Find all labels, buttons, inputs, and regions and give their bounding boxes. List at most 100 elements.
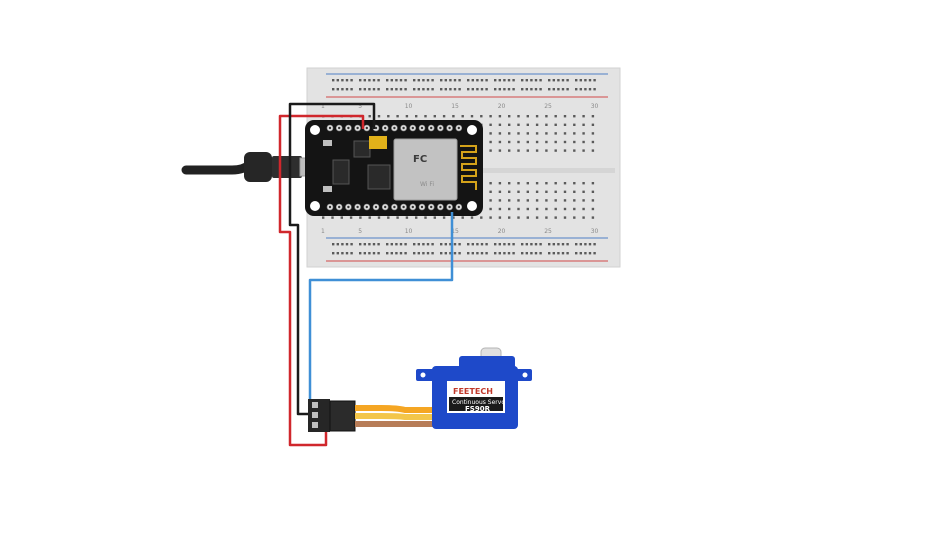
rail-hole: [404, 88, 407, 91]
rail-hole: [332, 243, 335, 246]
header-pin-hole: [393, 205, 396, 209]
terminal-hole: [554, 216, 557, 219]
rail-hole: [390, 88, 393, 91]
rail-hole: [507, 252, 511, 255]
rail-hole: [575, 79, 578, 82]
header-pin-hole: [457, 126, 460, 130]
terminal-hole: [563, 123, 567, 126]
terminal-hole: [526, 182, 529, 185]
servo-label-band: [449, 397, 503, 411]
rail-hole: [422, 88, 425, 91]
header-pin-hole: [430, 205, 433, 209]
rail-hole: [584, 243, 587, 246]
rail-hole: [345, 243, 349, 246]
rail-hole: [557, 243, 560, 246]
rail-hole: [336, 88, 339, 91]
rail-hole: [390, 243, 393, 246]
terminal-hole: [498, 123, 502, 126]
terminal-hole: [508, 216, 511, 219]
bottom-power-rail-holes: [332, 243, 596, 255]
terminal-hole: [554, 149, 557, 152]
terminal-hole: [331, 216, 334, 219]
power-wire-red: [278, 114, 365, 447]
rail-hole: [507, 79, 511, 82]
rail-hole: [377, 79, 380, 82]
rail-hole: [480, 252, 484, 255]
rail-hole: [440, 88, 443, 91]
servo-wire-yellow: [355, 413, 435, 420]
terminal-hole: [573, 132, 576, 135]
terminal-hole: [582, 190, 585, 193]
top-pin-header: [326, 124, 463, 132]
terminal-hole: [554, 199, 557, 202]
rail-hole: [363, 88, 366, 91]
rail-hole: [498, 243, 501, 246]
rail-hole: [539, 243, 542, 246]
rail-hole: [552, 252, 555, 255]
rail-hole: [521, 252, 524, 255]
terminal-hole: [573, 123, 576, 126]
rail-hole: [539, 88, 542, 91]
terminal-hole: [563, 199, 567, 202]
terminal-hole: [582, 132, 585, 135]
terminal-hole: [535, 182, 539, 185]
rail-hole: [336, 79, 339, 82]
rail-hole: [530, 88, 533, 91]
terminal-hole: [591, 149, 595, 152]
rail-hole: [368, 243, 371, 246]
servo-wire-orange: [355, 405, 435, 413]
rail-hole: [444, 88, 447, 91]
rail-hole: [417, 252, 420, 255]
rail-hole: [512, 252, 515, 255]
terminal-hole: [489, 207, 492, 211]
rail-hole: [503, 88, 506, 91]
rail-hole: [444, 243, 447, 246]
rail-hole: [399, 79, 403, 82]
rail-hole: [363, 79, 366, 82]
rail-hole: [561, 252, 565, 255]
rail-hole: [566, 79, 569, 82]
header-pin-hole: [356, 126, 359, 130]
header-pin-hole: [356, 205, 359, 209]
terminal-hole: [517, 123, 520, 126]
column-number: 15: [451, 103, 459, 110]
terminal-hole: [545, 207, 548, 211]
header-pin-hole: [328, 126, 332, 130]
rail-hole: [341, 79, 344, 82]
column-number: 25: [544, 228, 552, 235]
header-pin-hole: [448, 205, 451, 209]
terminal-hole: [387, 216, 390, 219]
rail-hole: [395, 252, 398, 255]
header-pin-hole: [374, 126, 378, 130]
terminal-hole: [582, 182, 585, 185]
terminal-hole: [563, 216, 567, 219]
rail-hole: [332, 252, 335, 255]
rail-hole: [345, 88, 349, 91]
rail-hole: [494, 252, 497, 255]
column-number: 10: [405, 103, 413, 110]
rail-hole: [431, 88, 434, 91]
rail-hole: [359, 243, 362, 246]
servo-motor: FEETECH Continuous Servo FS90R: [416, 347, 532, 429]
terminal-hole: [489, 182, 492, 185]
top-power-rail-holes: [332, 79, 596, 91]
terminal-hole: [535, 149, 539, 152]
terminal-hole: [489, 140, 492, 144]
terminal-hole: [517, 216, 520, 219]
header-pin-hole: [439, 205, 442, 209]
servo-cable: [355, 405, 435, 427]
rail-hole: [480, 243, 484, 246]
header-pin-hole: [347, 205, 350, 209]
rail-hole: [525, 252, 528, 255]
terminal-hole: [359, 216, 362, 219]
rail-hole: [534, 252, 538, 255]
rail-hole: [417, 79, 420, 82]
rail-hole: [386, 252, 389, 255]
rail-hole: [417, 243, 420, 246]
terminal-hole: [535, 199, 539, 202]
rail-hole: [467, 243, 470, 246]
terminal-hole: [582, 207, 585, 211]
rail-hole: [341, 252, 344, 255]
terminal-hole: [489, 149, 492, 152]
